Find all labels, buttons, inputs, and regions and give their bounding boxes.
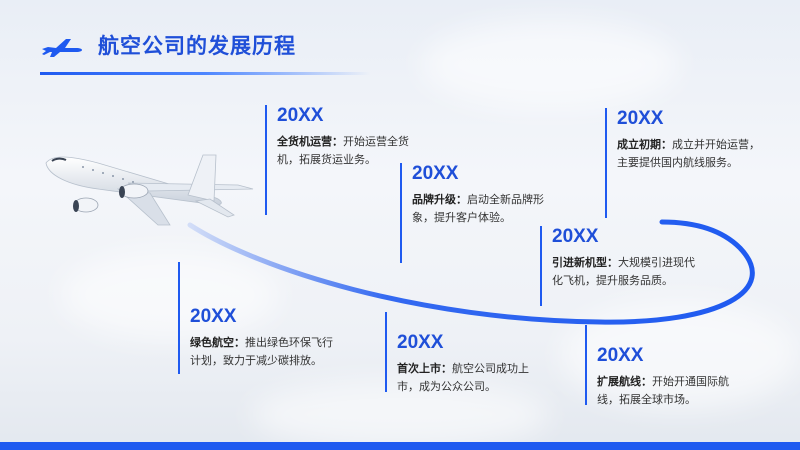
- event-description: 扩展航线：开始开通国际航线，拓展全球市场。: [597, 373, 747, 409]
- event-label: 引进新机型：: [552, 256, 618, 269]
- timeline-connector: [585, 325, 587, 405]
- event-description: 成立初期：成立并开始运营，主要提供国内航线服务。: [617, 136, 767, 172]
- event-label: 成立初期：: [617, 138, 672, 151]
- event-text: 推出绿色环保飞行计划，致力于减少碳排放。: [190, 336, 333, 367]
- cloud-decoration: [250, 380, 550, 450]
- title-underline: [40, 72, 370, 75]
- event-description: 首次上市：航空公司成功上市，成为公众公司。: [397, 360, 547, 396]
- event-year: 20XX: [397, 332, 444, 353]
- event-year: 20XX: [277, 105, 324, 126]
- page-title: 航空公司的发展历程: [98, 34, 296, 58]
- timeline-connector: [400, 163, 402, 263]
- event-label: 扩展航线：: [597, 375, 652, 388]
- event-year: 20XX: [412, 163, 459, 184]
- event-year: 20XX: [617, 108, 664, 129]
- cloud-decoration: [60, 250, 280, 340]
- event-label: 品牌升级：: [412, 193, 467, 206]
- event-text: 启动全新品牌形象，提升客户体验。: [412, 193, 544, 224]
- timeline-connector: [178, 262, 180, 374]
- timeline-connector: [540, 226, 542, 306]
- timeline-connector: [385, 312, 387, 392]
- event-description: 品牌升级：启动全新品牌形象，提升客户体验。: [412, 191, 562, 227]
- event-text: 开始运营全货机，拓展货运业务。: [277, 135, 409, 166]
- event-description: 全货机运营：开始运营全货机，拓展货运业务。: [277, 133, 427, 169]
- event-year: 20XX: [552, 226, 599, 247]
- event-year: 20XX: [597, 345, 644, 366]
- event-year: 20XX: [190, 306, 237, 327]
- event-text: 开始开通国际航线，拓展全球市场。: [597, 375, 729, 406]
- cloud-decoration: [420, 20, 680, 110]
- airplane-icon: [42, 39, 82, 57]
- timeline-connector: [605, 108, 607, 218]
- event-label: 绿色航空：: [190, 336, 245, 349]
- timeline-connector: [265, 105, 267, 215]
- event-text: 大规模引进现代化飞机，提升服务品质。: [552, 256, 695, 287]
- page-header: 航空公司的发展历程: [40, 30, 296, 60]
- event-text: 成立并开始运营，主要提供国内航线服务。: [617, 138, 760, 169]
- footer-accent-bar: [0, 442, 800, 450]
- airplane-illustration: [45, 154, 254, 226]
- event-label: 首次上市：: [397, 362, 452, 375]
- event-label: 全货机运营：: [277, 135, 343, 148]
- event-text: 航空公司成功上市，成为公众公司。: [397, 362, 529, 393]
- event-description: 绿色航空：推出绿色环保飞行计划，致力于减少碳排放。: [190, 334, 340, 370]
- event-description: 引进新机型：大规模引进现代化飞机，提升服务品质。: [552, 254, 702, 290]
